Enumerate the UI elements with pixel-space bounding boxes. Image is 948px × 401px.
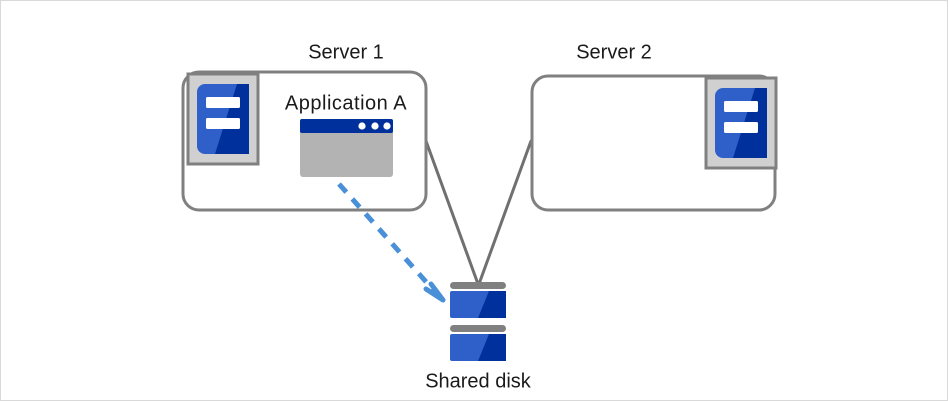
server1-node[interactable] (181, 70, 428, 212)
disk-platter-top-shade (478, 291, 506, 318)
disk-platter-bottom-shade (478, 334, 506, 361)
shared-disk-node[interactable] (450, 282, 506, 361)
app-window-dot-2 (371, 122, 379, 130)
disk-bar-bottom (450, 325, 506, 332)
access-arrow-head (423, 281, 446, 303)
connector-server1-to-disk (424, 139, 480, 286)
server-icon-bar-top (724, 101, 758, 112)
server-icon (704, 76, 778, 170)
access-arrow-app-a-to-disk (337, 182, 446, 303)
app-window-titlebar (300, 119, 393, 133)
disk-bar-top (450, 282, 506, 289)
server-icon-bar-bottom (206, 118, 240, 129)
server-icon (186, 72, 260, 166)
access-arrow-shaft (337, 182, 438, 295)
app-window-body (300, 119, 393, 177)
connector-server2-to-disk (477, 139, 533, 286)
application-a-label: Application A (285, 92, 407, 114)
server1-label: Server 1 (308, 41, 384, 63)
shared-disk-label: Shared disk (425, 370, 532, 392)
application-a[interactable] (300, 119, 393, 177)
app-window-dot-1 (358, 122, 366, 130)
server2-node[interactable] (530, 74, 778, 212)
disk-stack-icon (450, 282, 506, 361)
server2-label: Server 2 (576, 41, 652, 63)
app-window-dot-3 (383, 122, 391, 130)
connector-lines (424, 139, 533, 286)
server-icon-bar-bottom (724, 122, 758, 133)
server-icon-bar-top (206, 97, 240, 108)
app-window-icon (300, 119, 393, 177)
